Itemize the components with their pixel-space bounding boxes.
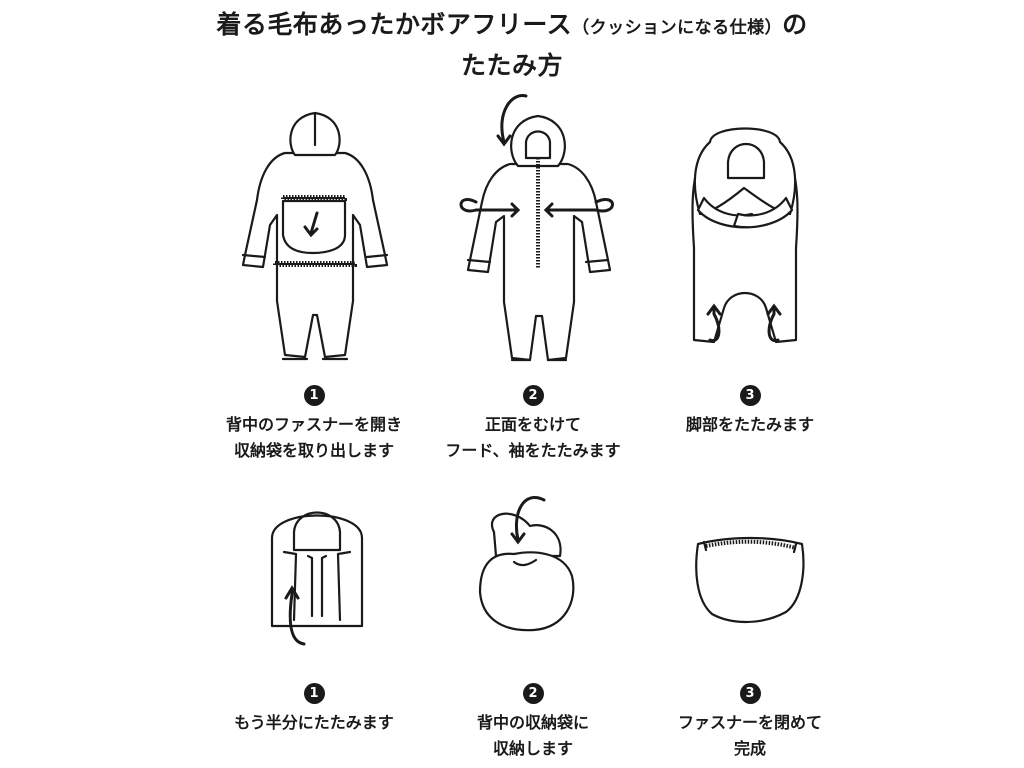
- title-line2: たたみ方: [460, 51, 563, 80]
- title-note: （クッションになる仕様）: [572, 18, 783, 38]
- caption-line: ファスナーを閉めて: [677, 713, 822, 732]
- step-number-badge: 2: [522, 683, 544, 704]
- step-caption: ファスナーを閉めて 完成: [620, 710, 880, 762]
- step-top-3: 3 脚部をたたみます: [620, 384, 880, 438]
- step-caption: 正面をむけて フード、袖をたたみます: [403, 412, 663, 464]
- step-bottom-3: 3 ファスナーを閉めて 完成: [620, 682, 880, 762]
- caption-line: 完成: [733, 739, 766, 758]
- half-fold-illustration: [270, 511, 364, 646]
- step-top-2: 2 正面をむけて フード、袖をたたみます: [403, 384, 663, 464]
- page-title: 着る毛布あったかボアフリース（クッションになる仕様）の たたみ方: [0, 6, 1024, 85]
- closed-cushion-illustration: [695, 536, 805, 623]
- caption-line: 収納袋を取り出します: [233, 441, 394, 460]
- up-arrow-icon: [288, 588, 306, 646]
- step-caption: 背中のファスナーを開き 収納袋を取り出します: [184, 412, 444, 464]
- onesie-back-zipper-illustration: [241, 111, 389, 361]
- title-tail: の: [782, 10, 808, 39]
- caption-line: 収納します: [492, 739, 573, 758]
- step-number-badge: 1: [303, 683, 325, 704]
- caption-line: 背中の収納袋に: [476, 713, 589, 732]
- up-arrow-icon: [708, 306, 721, 343]
- caption-line: フード、袖をたたみます: [445, 441, 621, 460]
- down-arrow-icon: [309, 211, 319, 235]
- caption-line: 脚部をたたみます: [685, 415, 814, 434]
- onesie-legs-fold-illustration: [691, 127, 799, 344]
- step-top-1: 1 背中のファスナーを開き 収納袋を取り出します: [184, 384, 444, 464]
- up-arrow-icon: [767, 306, 780, 343]
- right-arrow-icon: [544, 198, 614, 213]
- onesie-front-fold-illustration: [459, 94, 614, 362]
- rotate-arrow-icon: [515, 496, 546, 542]
- caption-line: もう半分にたたみます: [234, 713, 394, 732]
- step-number-badge: 1: [303, 385, 325, 406]
- step-number-badge: 2: [522, 385, 544, 406]
- step-caption: 脚部をたたみます: [620, 412, 880, 438]
- stuff-into-pouch-illustration: [478, 496, 575, 632]
- step-bottom-1: 1 もう半分にたたみます: [184, 682, 444, 736]
- step-bottom-2: 2 背中の収納袋に 収納します: [403, 682, 663, 762]
- title-main: 着る毛布あったかボアフリース: [216, 10, 573, 39]
- step-number-badge: 3: [739, 385, 761, 406]
- caption-line: 正面をむけて: [484, 415, 581, 434]
- step-caption: もう半分にたたみます: [184, 710, 444, 736]
- rotate-arrow-icon: [500, 94, 528, 144]
- left-arrow-icon: [459, 198, 520, 213]
- caption-line: 背中のファスナーを開き: [225, 415, 402, 434]
- step-number-badge: 3: [739, 683, 761, 704]
- step-caption: 背中の収納袋に 収納します: [403, 710, 663, 762]
